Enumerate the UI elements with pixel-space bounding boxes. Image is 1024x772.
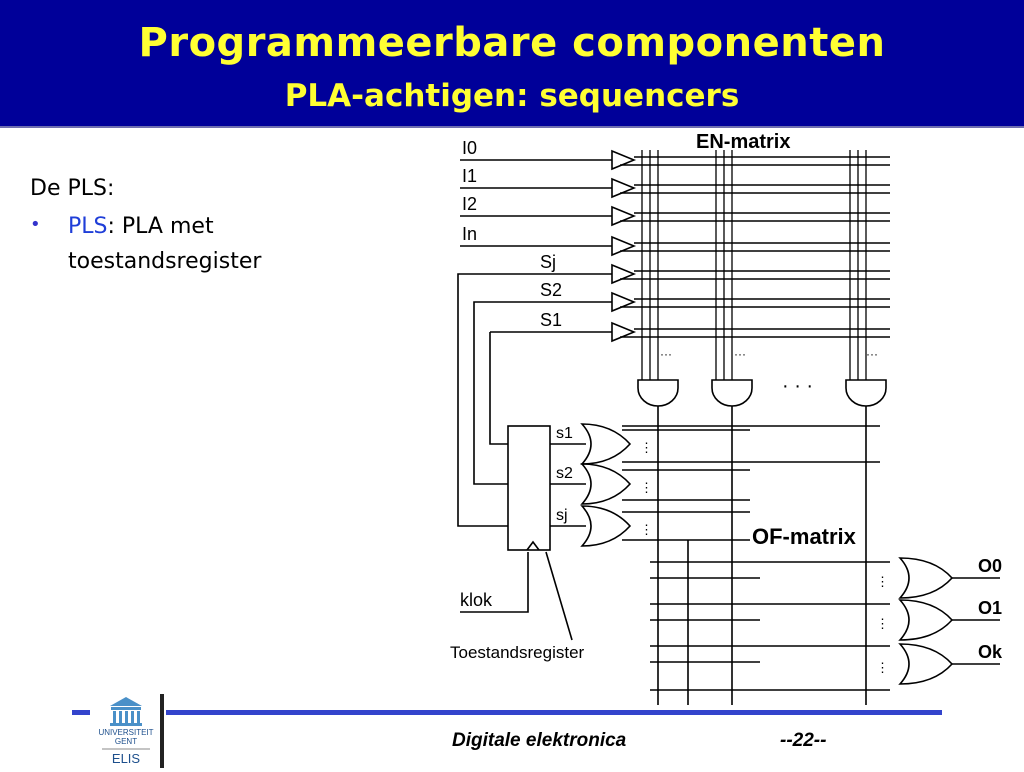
or-inputs-dots-sj: ⋮ — [640, 522, 653, 537]
input-label-2: I2 — [462, 194, 477, 214]
slide-title: Programmeerbare componenten — [138, 20, 886, 66]
logo-text-3: ELIS — [112, 751, 141, 766]
or-inputs-dots-s1: ⋮ — [640, 440, 653, 455]
bullet-term: PLS — [68, 214, 108, 239]
register-output-s1: s1 — [556, 425, 573, 442]
output-label-ok: Ok — [978, 642, 1003, 662]
register-output-s2: s2 — [556, 465, 573, 482]
register-output-sj: sj — [556, 507, 568, 524]
slide-header: Programmeerbare componenten PLA-achtigen… — [0, 0, 1024, 128]
logo-text-2: GENT — [115, 737, 137, 746]
logo-text-1: UNIVERSITEIT — [98, 728, 153, 737]
of-matrix-label: OF-matrix — [752, 524, 857, 549]
input-label-0: I0 — [462, 138, 477, 158]
output-label-o0: O0 — [978, 556, 1002, 576]
bullet-line-2: toestandsregister — [68, 249, 262, 274]
register-label: Toestandsregister — [450, 643, 585, 662]
input-label-n: In — [462, 224, 477, 244]
state-line-label-s1: S1 — [540, 310, 562, 330]
en-matrix-label: EN-matrix — [696, 131, 790, 153]
footer-divider — [160, 694, 164, 768]
output-label-o1: O1 — [978, 598, 1002, 618]
input-label-1: I1 — [462, 166, 477, 186]
or-inputs-dots-ok: ⋮ — [876, 660, 889, 675]
footer-rule-left — [72, 710, 90, 715]
university-logo: UNIVERSITEIT GENT ELIS — [92, 694, 160, 768]
footer-rule — [166, 710, 942, 715]
and-inputs-dots-1: ··· — [660, 347, 672, 361]
state-line-label-s2: S2 — [540, 280, 562, 300]
and-inputs-dots-3: ··· — [866, 347, 878, 361]
page-number: --22-- — [780, 730, 827, 751]
course-name: Digitale elektronica — [452, 730, 627, 751]
state-line-label-sj: Sj — [540, 252, 556, 272]
and-inputs-dots-2: ··· — [734, 347, 746, 361]
bullet-line-1: PLS: PLA met — [68, 214, 214, 239]
or-inputs-dots-o0: ⋮ — [876, 574, 889, 589]
bullet-dot-icon: • — [30, 214, 41, 235]
intro-text: De PLS: — [30, 176, 115, 201]
product-terms-ellipsis: · · · — [782, 375, 813, 397]
slide-subtitle: PLA-achtigen: sequencers — [284, 78, 740, 114]
or-inputs-dots-o1: ⋮ — [876, 616, 889, 631]
or-inputs-dots-s2: ⋮ — [640, 480, 653, 495]
clock-label: klok — [460, 590, 493, 610]
bullet-rest: : PLA met — [107, 214, 214, 239]
